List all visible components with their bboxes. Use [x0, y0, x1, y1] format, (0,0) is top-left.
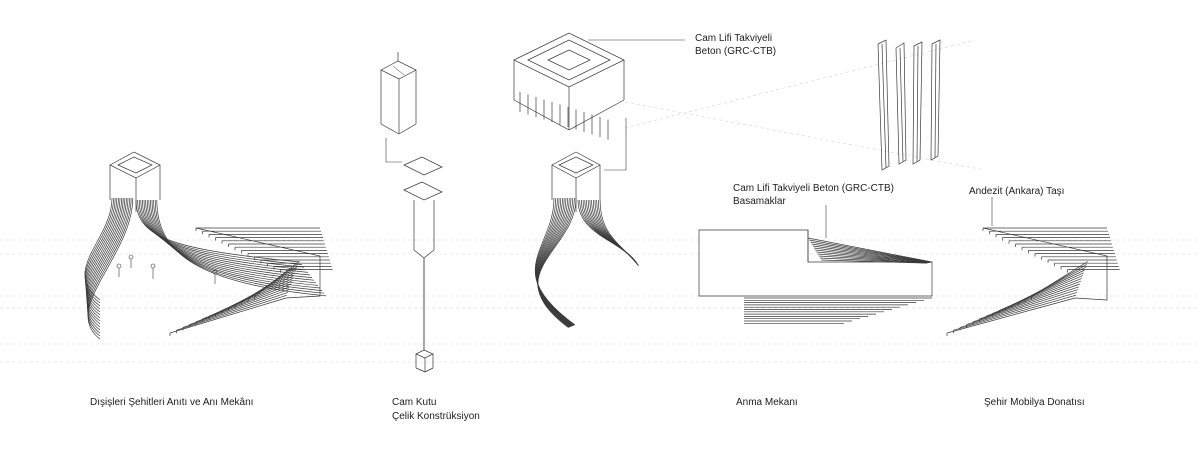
- stair-tread: [812, 245, 931, 263]
- stair-tread: [821, 259, 927, 264]
- caption-memorial: Dışişleri Şehitleri Anıtı ve Anı Mekânı: [90, 397, 254, 408]
- stair-tread: [807, 237, 933, 263]
- caption-glass-box: Cam Kutu Çelik Konstrüksiyon: [392, 396, 480, 424]
- ribbon-line: [146, 199, 315, 281]
- stair-tread: [959, 292, 1078, 328]
- ribbon-line: [535, 197, 574, 326]
- ribbon-line: [138, 199, 305, 268]
- ribbon-line: [536, 197, 572, 327]
- stair-tread: [972, 286, 1080, 323]
- stair-tread: [985, 280, 1081, 317]
- caption-glass-box-line1: Cam Kutu: [392, 397, 437, 408]
- ribbon-line: [599, 199, 639, 267]
- stair-tread: [953, 294, 1077, 331]
- tower-core-model: [534, 151, 639, 328]
- ribbon-line: [148, 199, 317, 284]
- ribbon-line: [85, 197, 119, 313]
- ribbon-line: [87, 197, 134, 340]
- ribbon-line: [140, 199, 307, 271]
- ribbon-line: [86, 197, 127, 328]
- ribbon-line: [582, 199, 637, 264]
- ribbon-line: [536, 197, 573, 327]
- remembrance-platform: [698, 229, 933, 324]
- guide-lines: [0, 39, 1200, 363]
- stair-tread: [992, 278, 1082, 314]
- andesite-label: Andezit (Ankara) Taşı: [969, 186, 1065, 197]
- stair-tread: [1018, 266, 1086, 303]
- stair-tread: [1031, 261, 1088, 297]
- ribbon-line: [536, 197, 572, 327]
- caption-glass-box-line2: Çelik Konstrüksiyon: [392, 411, 480, 422]
- grc-stairs-label-line2: Basamaklar: [733, 195, 786, 207]
- ribbon-line: [143, 199, 311, 276]
- urban-furniture-stairs: [946, 227, 1120, 336]
- ribbon-line: [86, 197, 122, 319]
- stair-tread: [810, 241, 932, 263]
- ribbon-line: [135, 199, 301, 263]
- stair-tread: [202, 283, 292, 320]
- glass-box-steel-construction: [380, 52, 443, 373]
- stair-tread: [813, 247, 930, 263]
- grc-box-label: Cam Lifi Takviyeli Beton (GRC-CTB): [695, 33, 776, 58]
- ribbon-line: [537, 197, 571, 328]
- grc-box-detail: [513, 32, 625, 140]
- ribbon-line: [151, 199, 321, 289]
- ribbon-line: [87, 197, 130, 334]
- ribbon-line: [536, 197, 574, 327]
- ribbon-line: [535, 197, 575, 326]
- ribbon-line: [86, 197, 124, 322]
- stair-tread: [1024, 264, 1087, 300]
- memorial-full-model: [84, 151, 333, 340]
- ribbon-line: [156, 199, 327, 297]
- stair-tread: [811, 243, 931, 263]
- grc-box-label-line2: Beton (GRC-CTB): [695, 45, 777, 57]
- ribbon-line: [537, 197, 572, 328]
- grc-stairs-label: Cam Lifi Takviyeli Beton (GRC-CTB) Basam…: [733, 183, 894, 208]
- connector-box-to-monument: [604, 118, 627, 171]
- stair-tread: [228, 272, 295, 309]
- ribbon-line: [535, 197, 575, 326]
- stair-tread: [254, 261, 299, 297]
- grc-stairs-label-line1: Cam Lifi Takviyeli Beton (GRC-CTB): [733, 183, 894, 194]
- stair-tread: [817, 253, 929, 264]
- ribbon-line: [537, 197, 574, 328]
- ribbon-line: [537, 197, 577, 328]
- human-figures: [116, 254, 218, 284]
- stair-edge: [195, 227, 321, 299]
- stair-tread: [979, 283, 1080, 320]
- stair-tread: [169, 297, 287, 334]
- stair-tread: [176, 294, 288, 331]
- stair-tread: [818, 255, 928, 264]
- ribbon-line: [142, 199, 309, 273]
- ribbon-line: [87, 197, 129, 331]
- stair-tread: [809, 239, 932, 263]
- stair-edge: [982, 227, 1108, 301]
- stair-tread: [189, 289, 290, 325]
- caption-furniture: Şehir Mobilya Donatısı: [984, 397, 1085, 408]
- ribbon-line: [85, 197, 116, 307]
- ribbon-line: [534, 197, 576, 326]
- ribbon-line: [536, 197, 573, 327]
- stair-tread: [182, 292, 289, 328]
- caption-remembrance: Anma Mekanı: [736, 397, 798, 408]
- ribbon-line: [87, 197, 132, 337]
- ribbon-line: [581, 199, 637, 263]
- stair-tread: [815, 249, 930, 263]
- grc-fin-panels: [877, 39, 941, 171]
- stair-tread: [195, 286, 291, 323]
- ribbon-line: [153, 199, 323, 291]
- ribbon-line: [85, 197, 118, 310]
- grc-box-label-line1: Cam Lifi Takviyeli: [695, 33, 773, 44]
- ribbon-line: [86, 197, 126, 325]
- stair-tread: [946, 297, 1076, 334]
- stair-tread: [816, 251, 929, 264]
- stair-tread: [819, 257, 928, 264]
- stair-tread: [966, 289, 1079, 325]
- ribbon-line: [145, 199, 313, 278]
